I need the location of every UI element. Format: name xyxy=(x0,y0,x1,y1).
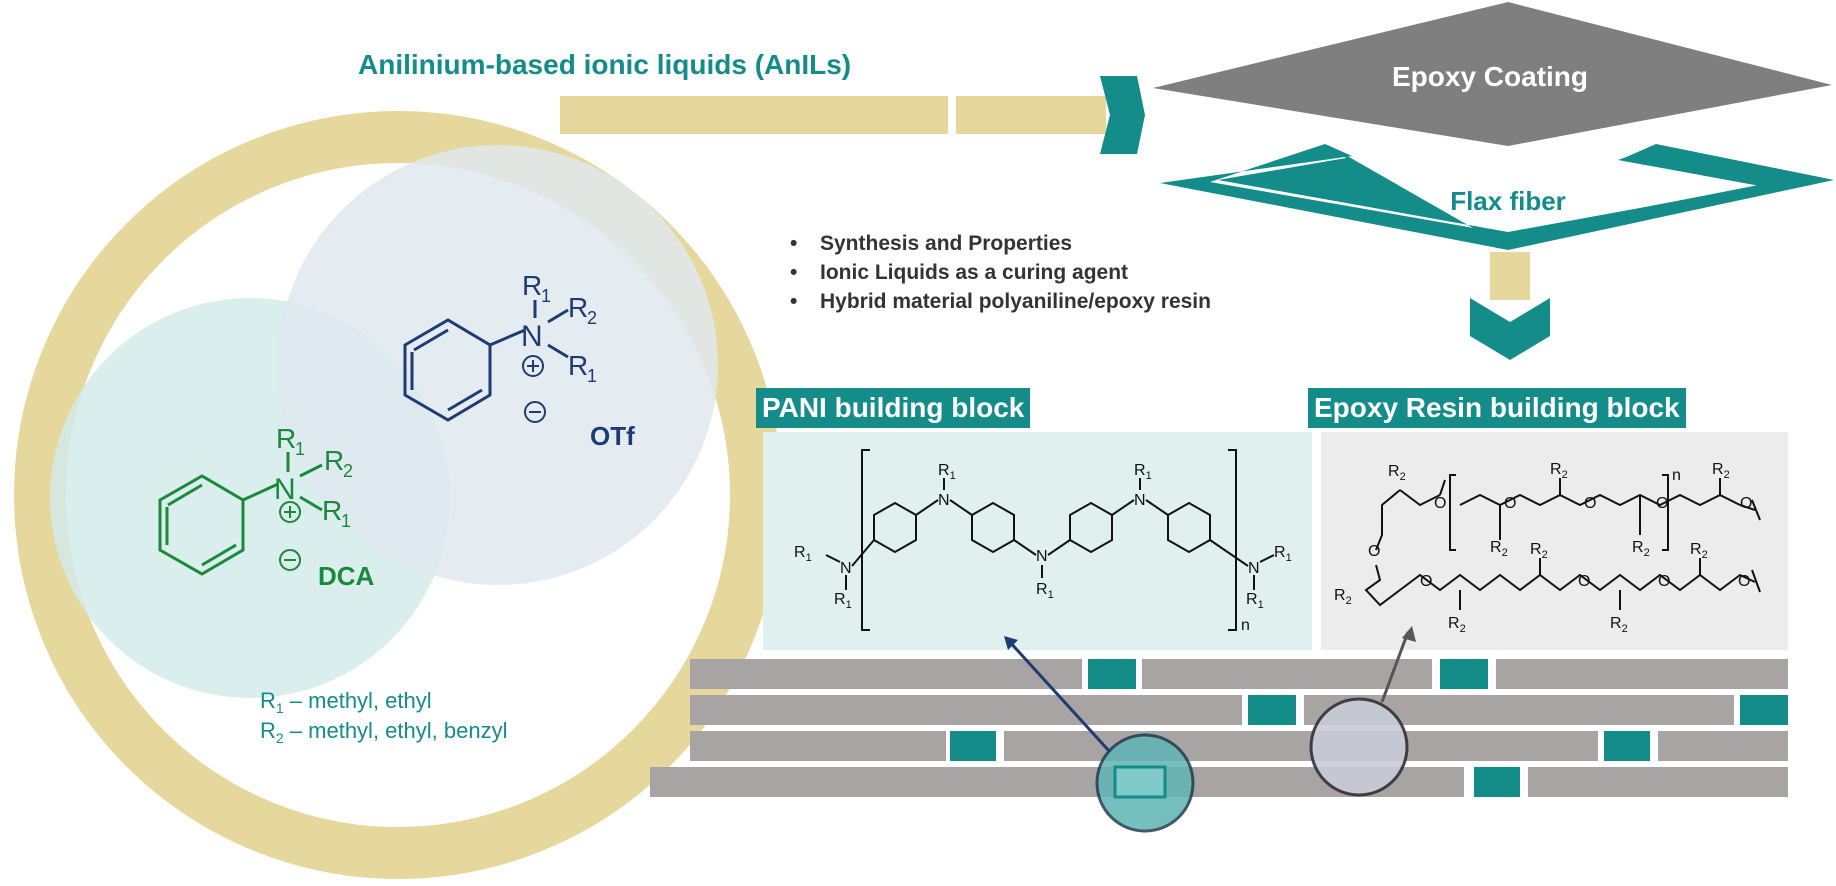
svg-text:R: R xyxy=(568,350,588,381)
flax-fiber-label: Flax fiber xyxy=(1450,186,1566,216)
svg-text:R: R xyxy=(568,292,588,323)
pani-pointer-arrowhead xyxy=(1004,636,1018,650)
gold-band-right xyxy=(956,96,1106,134)
svg-text:n: n xyxy=(1241,617,1250,634)
svg-text:R1 – methyl, ethyl: R1 – methyl, ethyl xyxy=(260,688,432,716)
gold-band-left xyxy=(560,96,948,134)
svg-text:R: R xyxy=(322,495,342,526)
dca-molecule xyxy=(158,452,323,576)
pani-structure xyxy=(825,449,1275,631)
gold-band-down xyxy=(1490,252,1530,300)
svg-text:R2: R2 xyxy=(1530,541,1548,561)
svg-text:1: 1 xyxy=(341,511,351,531)
chevron-down-icon xyxy=(1470,298,1550,360)
flax-fiber-diamond-outer xyxy=(1218,145,1832,248)
svg-text:OTf: OTf xyxy=(590,421,635,451)
svg-text:N: N xyxy=(1134,492,1146,509)
svg-text:O: O xyxy=(1584,495,1596,512)
bullet-item: Hybrid material polyaniline/epoxy resin xyxy=(790,287,1211,316)
svg-text:O: O xyxy=(1658,573,1670,590)
svg-text:O: O xyxy=(1504,495,1516,512)
svg-text:O: O xyxy=(1578,573,1590,590)
dca-charges xyxy=(279,501,301,571)
svg-text:R: R xyxy=(276,423,296,454)
svg-text:DCA: DCA xyxy=(318,561,375,591)
epoxy-structure-text: R2 O R2 O R2 O R2 O n R2 O R2 O R2 R2 O … xyxy=(1334,461,1752,635)
svg-text:R1: R1 xyxy=(1246,591,1264,611)
svg-text:R: R xyxy=(324,445,344,476)
svg-text:O: O xyxy=(1368,543,1380,560)
svg-text:1: 1 xyxy=(295,439,305,459)
svg-text:R2: R2 xyxy=(1388,463,1406,483)
svg-text:O: O xyxy=(1656,495,1668,512)
svg-text:R1: R1 xyxy=(1134,462,1152,482)
svg-text:N: N xyxy=(1248,560,1260,577)
svg-text:N: N xyxy=(840,560,852,577)
svg-text:N: N xyxy=(274,473,296,506)
pani-structure-text: R1 N R1 R1 N N R1 R1 N N R1 R1 n xyxy=(794,462,1292,634)
svg-text:1: 1 xyxy=(541,286,551,306)
pani-pointer-arrow xyxy=(1006,638,1112,754)
epoxy-coating-diamond xyxy=(1153,2,1832,146)
bullet-list: Synthesis and Properties Ionic Liquids a… xyxy=(790,229,1211,316)
circle-otf xyxy=(278,145,718,585)
epoxy-resin-label: Epoxy Resin building block xyxy=(1308,388,1686,428)
otf-molecule-text: R 1 R 2 N R 1 OTf xyxy=(521,270,635,451)
svg-text:O: O xyxy=(1434,495,1446,512)
substituent-legend: R1 – methyl, ethyl R2 – methyl, ethyl, b… xyxy=(260,688,507,746)
flax-fiber-diamond-fill xyxy=(1160,144,1834,250)
otf-molecule xyxy=(403,300,569,422)
svg-text:R1: R1 xyxy=(794,544,812,564)
svg-text:2: 2 xyxy=(587,308,597,328)
pani-magnifier-inner xyxy=(1113,765,1167,799)
svg-text:R2: R2 xyxy=(1334,587,1352,607)
svg-text:n: n xyxy=(1672,467,1681,484)
epoxy-magnifier xyxy=(1309,697,1409,797)
bullet-item: Synthesis and Properties xyxy=(790,229,1211,258)
epoxy-pointer-arrowhead xyxy=(1402,626,1416,642)
svg-text:R2: R2 xyxy=(1632,539,1650,559)
svg-text:R2: R2 xyxy=(1550,461,1568,481)
svg-text:N: N xyxy=(938,492,950,509)
svg-text:1: 1 xyxy=(587,366,597,386)
svg-text:R1: R1 xyxy=(1036,581,1054,601)
svg-text:N: N xyxy=(1036,548,1048,565)
svg-text:R2: R2 xyxy=(1712,461,1730,481)
chevron-right-icon xyxy=(1100,76,1145,154)
epoxy-pointer-arrow xyxy=(1380,631,1410,703)
fiber-layers xyxy=(650,659,1788,797)
svg-text:R2: R2 xyxy=(1690,541,1708,561)
gold-ring xyxy=(14,111,782,879)
epoxy-coating-label: Epoxy Coating xyxy=(1392,61,1588,92)
svg-text:R2 – methyl, ethyl, benzyl: R2 – methyl, ethyl, benzyl xyxy=(260,718,507,746)
otf-charges xyxy=(522,355,546,423)
dca-molecule-text: R 1 R 2 N R 1 DCA xyxy=(274,423,375,591)
page-title: Anilinium-based ionic liquids (AnILs) xyxy=(358,49,851,80)
svg-text:R2: R2 xyxy=(1490,539,1508,559)
svg-text:2: 2 xyxy=(343,461,353,481)
svg-text:R1: R1 xyxy=(1274,544,1292,564)
epoxy-panel xyxy=(1321,432,1788,650)
pani-label: PANI building block xyxy=(756,388,1031,428)
svg-text:R: R xyxy=(522,270,542,301)
svg-text:O: O xyxy=(1420,573,1432,590)
bullet-item: Ionic Liquids as a curing agent xyxy=(790,258,1211,287)
svg-text:O: O xyxy=(1738,573,1750,590)
svg-text:R2: R2 xyxy=(1448,615,1466,635)
svg-text:N: N xyxy=(521,320,543,353)
svg-text:R1: R1 xyxy=(938,462,956,482)
epoxy-structure xyxy=(1364,474,1761,610)
svg-text:R2: R2 xyxy=(1610,615,1628,635)
pani-panel xyxy=(763,432,1312,650)
svg-text:R1: R1 xyxy=(834,591,852,611)
svg-text:O: O xyxy=(1740,495,1752,512)
